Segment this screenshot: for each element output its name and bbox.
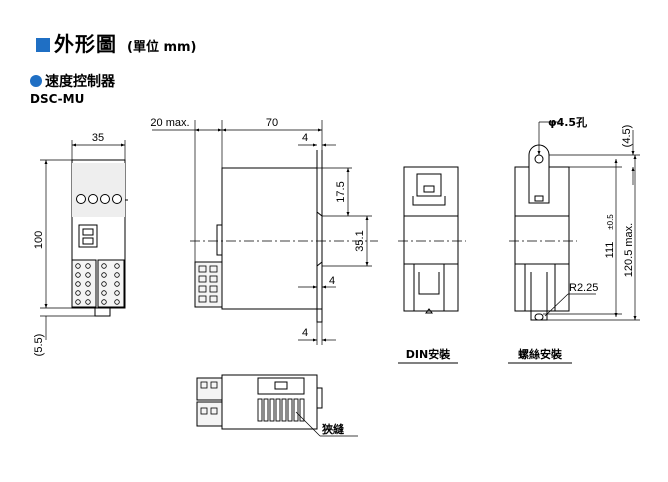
screw-dimensions: [537, 121, 640, 321]
dim-clearance: 20 max.: [150, 117, 189, 129]
dim-pitch-tolerance: ±0.5: [606, 214, 615, 230]
slot-label: 狹縫: [321, 422, 345, 436]
dim-rail-top: 4: [302, 132, 308, 144]
dim-17-5: 17.5: [335, 181, 347, 202]
section-heading: 速度控制器: [30, 71, 115, 91]
screw-mount-label: 螺絲安裝: [518, 347, 563, 361]
dim-35-1: 35.1: [354, 230, 366, 251]
side-dimensions: [152, 120, 378, 345]
din-label-group: DIN安裝: [398, 347, 458, 364]
hole-label: φ4.5孔: [548, 116, 587, 129]
page-header: 外形圖 (單位 mm): [36, 28, 197, 57]
din-mount-view: [398, 166, 466, 314]
dim-depth: 70: [266, 117, 278, 129]
dim-overall: 120.5 max.: [623, 223, 635, 277]
front-dimensions: [40, 140, 126, 340]
dim-radius: R2.25: [569, 282, 598, 294]
header-square-icon: [36, 38, 50, 52]
dim-height: 100: [33, 231, 45, 249]
screw-label-group: 螺絲安裝: [508, 347, 572, 364]
dim-front-width: 35: [92, 132, 104, 144]
bullet-dot-icon: [30, 75, 42, 87]
dim-rail-bottom: 4: [302, 327, 308, 339]
side-view: [194, 150, 323, 323]
model-name: DSC-MU: [30, 92, 85, 106]
screw-mount-view: [509, 144, 577, 321]
dim-top-offset: (4.5): [621, 125, 633, 148]
din-mount-label: DIN安裝: [406, 347, 451, 361]
unit-note: (單位 mm): [127, 40, 197, 55]
front-view: [71, 159, 128, 317]
dim-bottom-offset: (5.5): [33, 334, 45, 357]
bottom-view: [196, 374, 358, 437]
section-title: 速度控制器: [45, 74, 115, 90]
dim-rail-mid: 4: [329, 275, 335, 287]
page-title: 外形圖: [54, 32, 117, 56]
dim-pitch: 111: [604, 242, 616, 259]
